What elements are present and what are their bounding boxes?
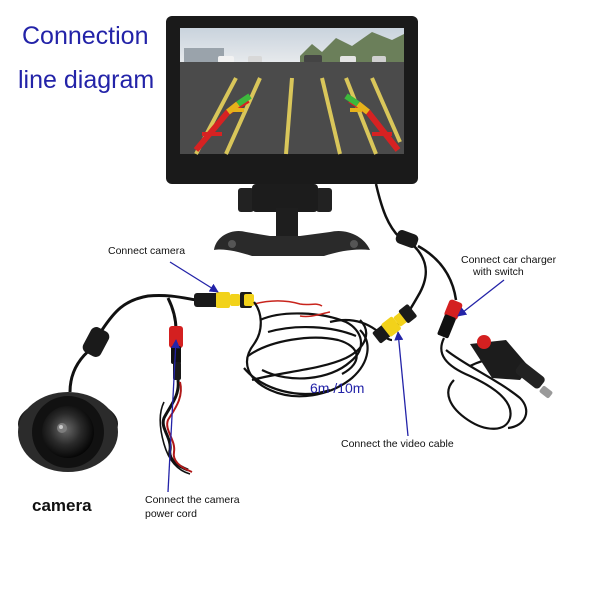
label-connect-power-cord: Connect the camera (145, 494, 240, 506)
label-cable-length: 6m /10m (310, 380, 365, 396)
camera-unit (18, 392, 118, 472)
car-charger (470, 335, 553, 399)
label-power-cord: power cord (145, 508, 197, 520)
rca-connector-camera (194, 292, 254, 308)
monitor (166, 16, 418, 256)
diagram-title-line-1: Connection (22, 22, 149, 50)
camera-power-plug (169, 326, 183, 380)
arrow-connect-power-cord (167, 339, 181, 493)
label-with-switch: with switch (473, 266, 524, 278)
label-camera: camera (32, 496, 92, 515)
rca-connector-monitor (372, 304, 417, 344)
arrow-connect-camera (169, 261, 219, 293)
video-cable-coil (243, 301, 393, 398)
arrow-connect-charger (457, 279, 505, 317)
diagram-title-line-2: line diagram (18, 66, 155, 94)
charger-power-plug (437, 299, 463, 339)
label-connect-camera: Connect camera (108, 245, 186, 257)
label-connect-video-cable: Connect the video cable (341, 438, 454, 450)
label-connect-car-charger: Connect car charger (461, 254, 557, 266)
arrow-connect-video-cable (394, 331, 409, 437)
